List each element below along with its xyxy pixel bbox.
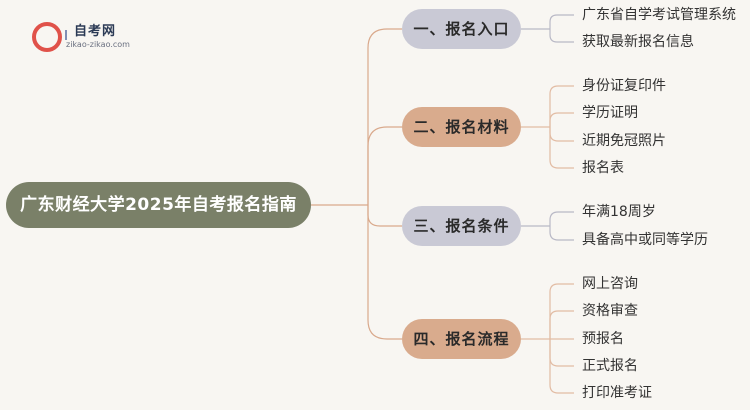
logo-name: 自考网 [74,24,117,39]
leaf-item: 报名表 [582,160,624,176]
leaf-item: 具备高中或同等学历 [582,232,708,248]
branch-3-leaf-connectors [521,211,574,241]
branch-node-process: 四、报名流程 [402,319,521,359]
leaf-item: 获取最新报名信息 [582,34,694,50]
leaf-item: 近期免冠照片 [582,133,666,149]
leaf-item: 资格审查 [582,303,638,319]
root-node: 广东财经大学2025年自考报名指南 [6,182,311,228]
root-connectors [311,28,402,340]
leaf-item: 预报名 [582,331,624,347]
logo-url: zikao-zikao.com [66,40,130,49]
branch-1-leaf-connectors [521,14,574,43]
branch-node-materials: 二、报名材料 [402,107,521,147]
connector-branch-2 [367,126,402,205]
branch-node-entry: 一、报名入口 [402,9,521,49]
graduation-cap-icon [32,22,67,52]
leaf-item: 网上咨询 [582,276,638,292]
connector-branch-4 [367,205,402,340]
leaf-item: 身份证复印件 [582,78,666,94]
leaf-item: 打印准考证 [582,385,652,401]
connector-branch-1 [367,28,402,205]
site-logo[interactable]: 自考网 zikao-zikao.com [30,14,150,58]
branch-4-leaf-connectors [521,283,574,394]
leaf-item: 正式报名 [582,358,638,374]
branch-node-conditions: 三、报名条件 [402,206,521,246]
leaf-item: 学历证明 [582,105,638,121]
connector-branch-3 [367,205,402,227]
leaf-item: 年满18周岁 [582,204,656,220]
leaf-item: 广东省自学考试管理系统 [582,7,736,23]
branch-2-leaf-connectors [521,85,574,169]
